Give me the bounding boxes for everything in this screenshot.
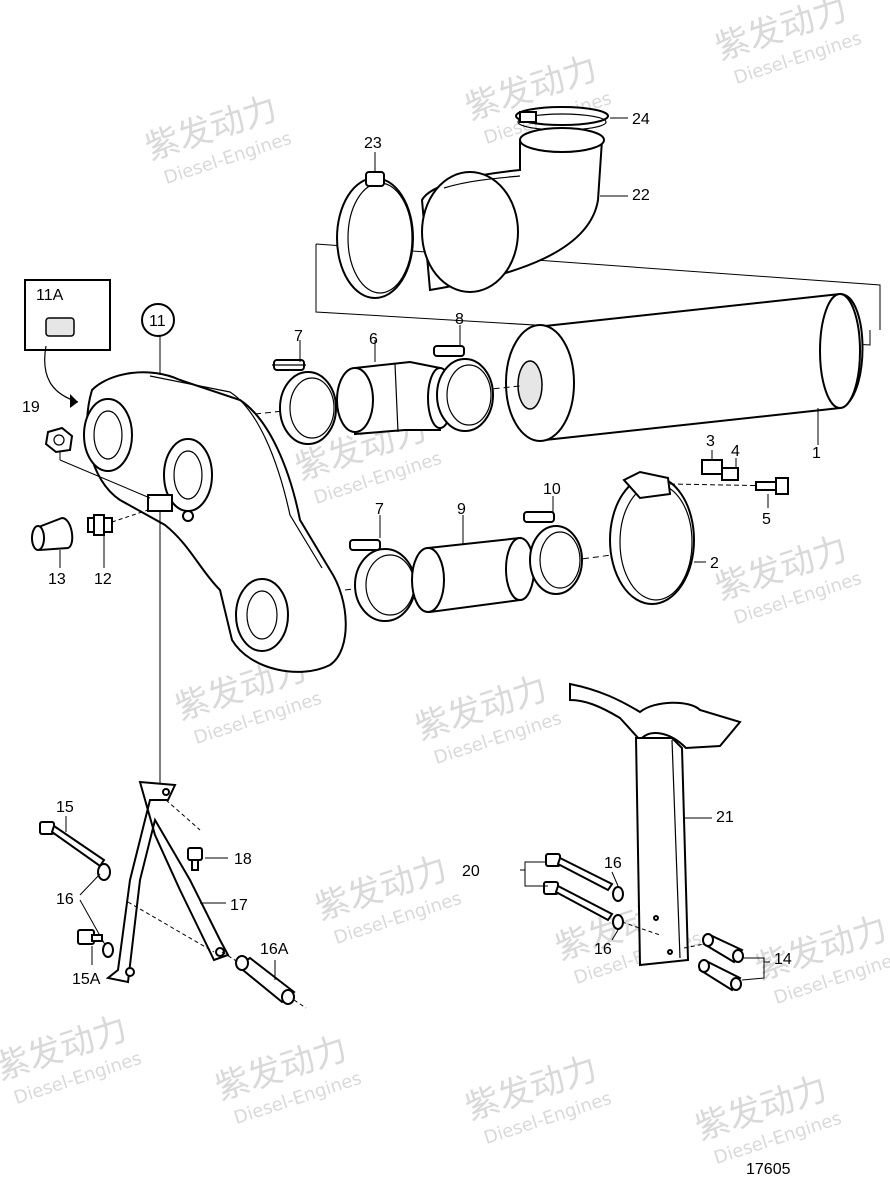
leader (611, 871, 619, 887)
callout-5: 5 (762, 511, 771, 528)
exhaust-manifold-11 (83, 371, 347, 673)
fitting-12 (87, 514, 113, 536)
inset-11a (24, 279, 111, 408)
callout-21: 21 (716, 809, 734, 826)
spacer-16a (235, 955, 296, 1005)
leader (221, 951, 239, 963)
callout-20: 20 (462, 863, 480, 880)
callout-circle-11 (141, 303, 175, 337)
watermark: 紫发动力 Diesel-Engines (140, 88, 294, 188)
watermark: 紫发动力 Diesel-Engines (690, 1068, 844, 1168)
cap-13 (31, 516, 74, 552)
leader (127, 901, 215, 953)
hose-clamp-7-upper (272, 359, 337, 445)
elbow-hose-22 (420, 127, 605, 293)
callout-24: 24 (632, 111, 650, 128)
leader (611, 929, 619, 941)
watermark: 紫发动力 Diesel-Engines (410, 668, 564, 768)
callout-11a: 11A (36, 287, 64, 304)
leader (59, 459, 151, 499)
callout-10: 10 (543, 481, 561, 498)
watermark: 紫发动力 Diesel-Engines (210, 1028, 364, 1128)
watermark: 紫发动力 Diesel-Engines (750, 908, 890, 1008)
callout-8: 8 (455, 311, 464, 328)
leader (741, 957, 770, 981)
callout-23: 23 (364, 135, 382, 152)
callout-11: 11 (149, 313, 166, 330)
leader (683, 943, 705, 949)
pipe-6 (336, 360, 453, 436)
bracket-17 (105, 780, 230, 984)
callout-22: 22 (632, 187, 650, 204)
watermark: 紫发动力 Diesel-Engines (710, 0, 864, 89)
screw-15a (77, 929, 114, 958)
callout-16a: 16A (260, 941, 289, 958)
band-clamp-23 (336, 171, 414, 299)
support-stand-21 (569, 682, 742, 967)
screw-18 (187, 847, 203, 871)
callout-16-left: 16 (56, 891, 74, 908)
sleeve-14-lower (698, 959, 742, 992)
callout-15a: 15A (72, 971, 101, 988)
callout-17: 17 (230, 897, 248, 914)
callout-1: 1 (812, 445, 821, 462)
callout-16-right-lower: 16 (594, 941, 612, 958)
callout-4: 4 (731, 443, 740, 460)
callout-18: 18 (234, 851, 252, 868)
band-clamp-2 (609, 470, 695, 605)
watermark: 紫发动力 Diesel-Engines (710, 528, 864, 628)
watermark: 紫发动力 Diesel-Engines (460, 1048, 614, 1148)
callout-19: 19 (22, 399, 40, 416)
callout-6: 6 (369, 331, 378, 348)
nut-4 (721, 467, 739, 481)
callout-15: 15 (56, 799, 74, 816)
leader (79, 899, 109, 951)
callout-2: 2 (710, 555, 719, 572)
drawing-number: 17605 (746, 1161, 791, 1178)
watermark: 紫发动力 Diesel-Engines (0, 1008, 144, 1108)
nut-19 (44, 426, 74, 454)
leader (79, 873, 101, 896)
pipe-9 (411, 536, 535, 614)
callout-labels: 1 2 3 4 5 6 7 7 8 9 10 11 11A 12 13 14 1… (22, 111, 821, 988)
hose-clamp-7-lower (349, 539, 416, 622)
callout-9: 9 (457, 501, 466, 518)
leader (293, 999, 307, 1009)
bolt-5 (755, 477, 789, 495)
washer-16-right-lower (612, 914, 624, 930)
sleeve-14-upper (702, 933, 744, 964)
hose-clamp-10 (523, 511, 583, 595)
callout-7-lower: 7 (375, 501, 384, 518)
callout-12: 12 (94, 571, 112, 588)
callout-14: 14 (774, 951, 792, 968)
callout-7-upper: 7 (294, 328, 303, 345)
hose-clamp-8 (433, 345, 494, 432)
callout-3: 3 (706, 433, 715, 450)
washer-16-left (97, 863, 111, 881)
bolt-20-lower (543, 881, 614, 922)
bolt-15 (39, 821, 106, 868)
leader (165, 799, 201, 831)
callout-16-right-upper: 16 (604, 855, 622, 872)
leader (111, 509, 149, 523)
watermark: 紫发动力 Diesel-Engines (310, 848, 464, 948)
bolt-20-upper (545, 853, 614, 892)
leader (520, 861, 548, 887)
washer-16-right-upper (612, 886, 624, 902)
clip-3 (701, 459, 723, 475)
silencer-1 (505, 292, 864, 442)
callout-13: 13 (48, 571, 66, 588)
